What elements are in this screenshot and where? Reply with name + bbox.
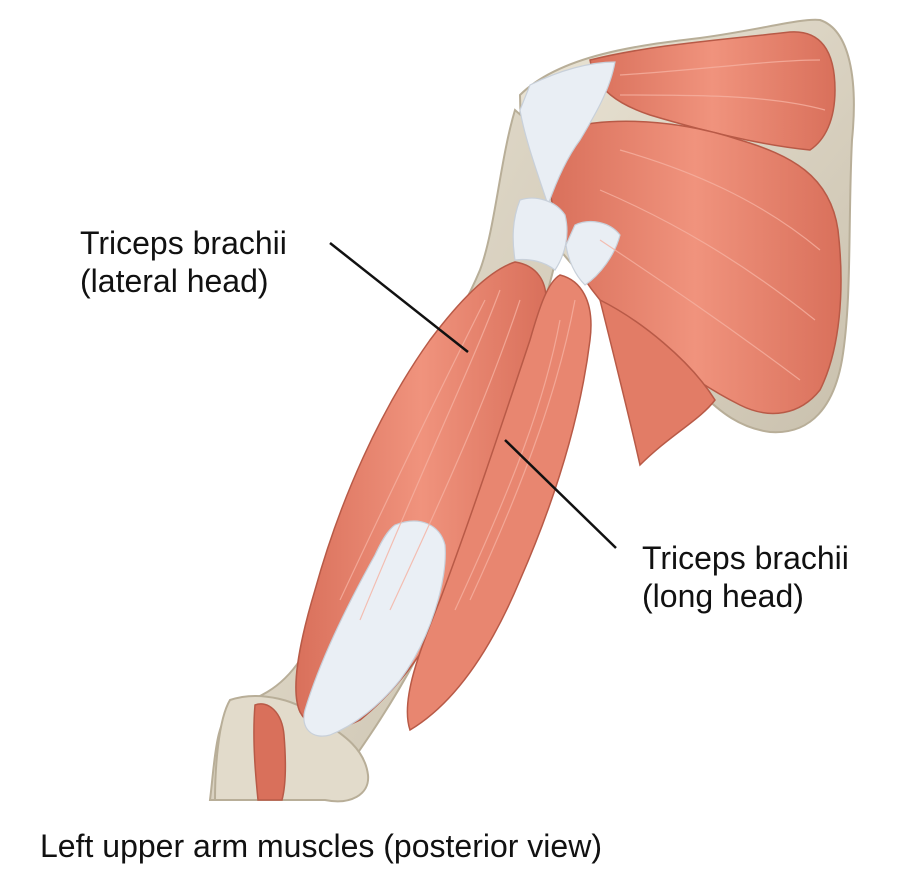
triceps-long-head [406, 274, 592, 732]
label-lateral-line1: Triceps brachii [80, 225, 287, 261]
label-long-line1: Triceps brachii [642, 540, 849, 576]
label-long-line2: (long head) [642, 578, 804, 614]
triceps-origin-tendon [512, 197, 568, 271]
leader-line-long [504, 439, 617, 549]
shoulder-muscle-upper [589, 31, 836, 151]
teres-muscle [598, 298, 716, 467]
forearm-muscle [253, 703, 287, 801]
figure-caption: Left upper arm muscles (posterior view) [40, 828, 602, 864]
muscle-fibers [339, 59, 826, 621]
label-lateral-line2: (lateral head) [80, 263, 269, 299]
leader-line-lateral [329, 242, 469, 353]
shoulder-tendon [519, 61, 616, 207]
triceps-distal-tendon [303, 520, 446, 737]
label-triceps-lateral-head: Triceps brachii (lateral head) [80, 224, 287, 300]
label-triceps-long-head: Triceps brachii (long head) [642, 539, 849, 615]
elbow-bone [213, 695, 370, 803]
long-head-origin-tendon [565, 221, 621, 286]
